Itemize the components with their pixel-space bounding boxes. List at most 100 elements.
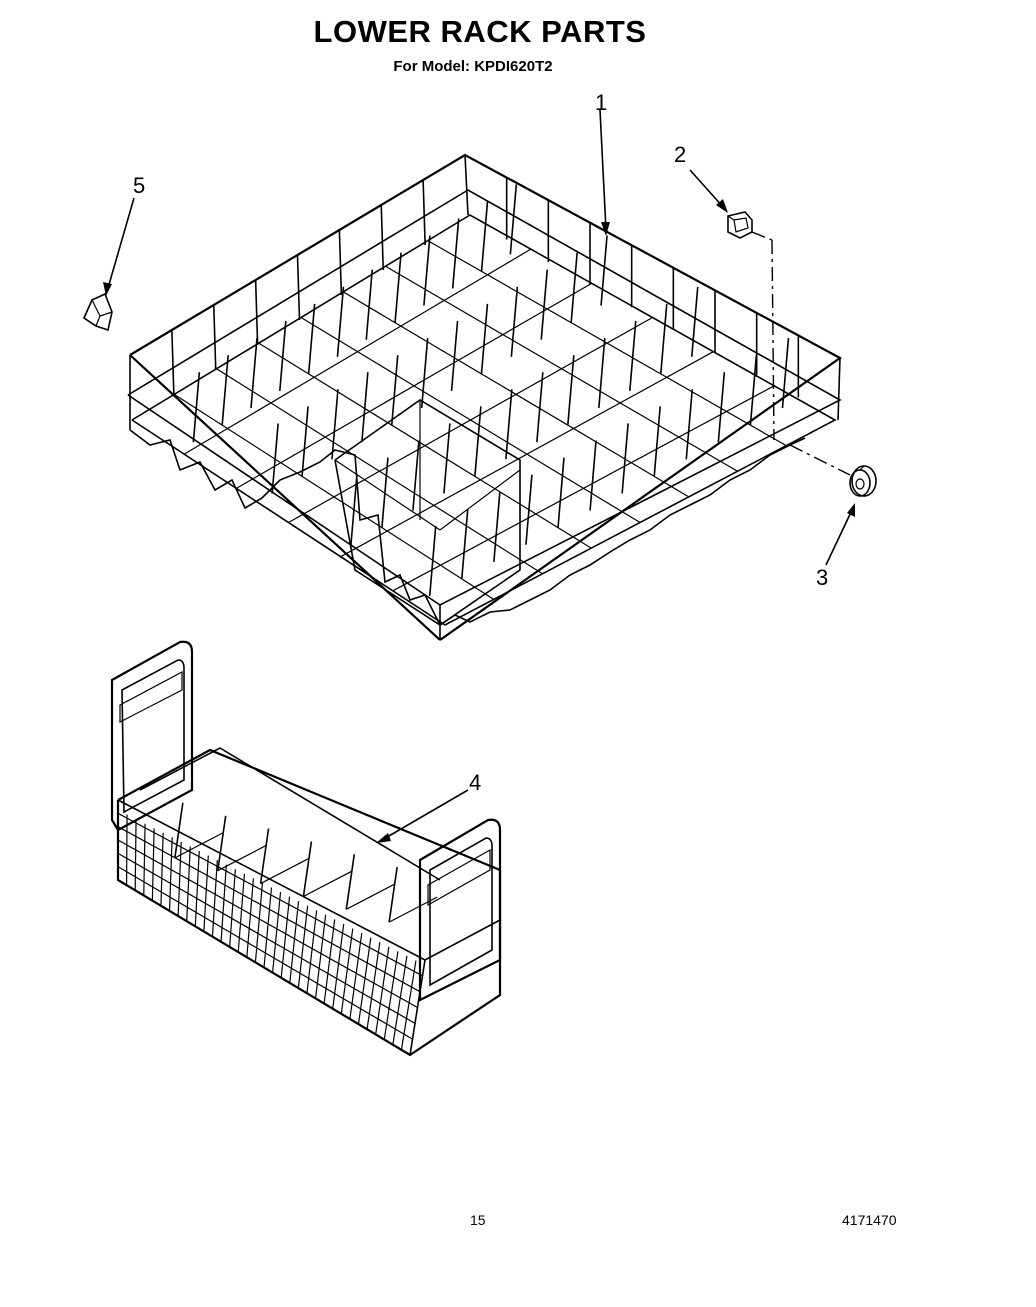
silverware-basket [110, 640, 502, 1057]
callout-4-leader [381, 789, 469, 841]
rack-tine [505, 389, 513, 460]
basket-grid-bar [375, 946, 390, 1035]
basket-grid-bar [254, 882, 264, 963]
rack-tine [536, 372, 544, 443]
basket-grid-bar [314, 914, 327, 999]
rack-tine [428, 525, 437, 597]
basket-grid-bar [349, 933, 363, 1020]
rack-tine [510, 286, 519, 357]
basket-grid-rail [117, 866, 413, 1040]
model-subtitle: For Model: KPDI620T2 [393, 58, 553, 75]
basket-grid-bar [134, 819, 137, 891]
rack-tine [331, 389, 339, 460]
rack-rear-wire [212, 304, 217, 371]
rack-tine [480, 201, 489, 272]
basket-grid-rail [117, 812, 423, 977]
rack-tine [570, 252, 578, 323]
basket-grid-bar [383, 951, 399, 1040]
basket-grid-bar [160, 832, 164, 906]
rack-tine [221, 355, 229, 426]
basket-grid-bar [203, 855, 209, 932]
rack-tine [781, 337, 790, 409]
rack-tine [361, 372, 369, 443]
basket-divider [388, 867, 398, 923]
callout-5-leader [107, 197, 135, 289]
basket-grid-bar [237, 873, 246, 953]
rack-floor-wire [385, 265, 738, 472]
callout-5-label: 5 [133, 173, 146, 198]
rack-tine [412, 440, 420, 511]
rack-floor-wire [300, 316, 641, 524]
rack-tine [589, 440, 597, 511]
basket-grid-bar [168, 837, 173, 911]
document-number: 4171470 [842, 1212, 897, 1228]
basket-divider [216, 815, 227, 871]
rack-tine [279, 320, 287, 392]
rack-tine [390, 355, 399, 426]
rack-tine [394, 252, 402, 323]
basket-grid-bar [332, 923, 345, 1009]
rack-tine [250, 337, 258, 409]
rack-tine [509, 184, 518, 255]
basket-grid-bar [280, 896, 291, 978]
rack-floor-wire [216, 368, 543, 575]
callout-3-leader [825, 509, 853, 566]
rack-tine [450, 320, 459, 392]
basket-divider-edge [303, 870, 352, 897]
basket-grid-bar [289, 901, 300, 984]
page-title: LOWER RACK PARTS [313, 14, 647, 49]
basket-grid-bar [143, 823, 146, 896]
rack-stop-part [82, 292, 113, 332]
basket-grid-bar [263, 887, 273, 968]
rack-rear-wire [171, 329, 175, 396]
rack-tine [474, 406, 482, 477]
rack-tine [567, 355, 575, 426]
rack-floor-wire [342, 291, 690, 498]
rack-tine [628, 320, 637, 392]
callout-4-label: 4 [469, 770, 482, 795]
basket-divider-edge [174, 832, 224, 859]
rack-tine [557, 457, 565, 528]
rack-floor-wire [258, 342, 592, 549]
basket-grid-bar [177, 841, 182, 917]
basket-grid-bar [271, 891, 282, 973]
basket-grid-rail [117, 852, 416, 1024]
rack-tine [423, 235, 431, 306]
rack-tine [749, 355, 758, 426]
basket-divider-edge [217, 845, 266, 872]
basket-divider-edge [388, 896, 438, 923]
rack-tine [717, 372, 726, 443]
rack-tine [540, 269, 549, 340]
basket-grid-bar [246, 878, 255, 958]
basket-divider [174, 802, 184, 858]
rack-tine [653, 406, 661, 477]
rack-tine [598, 337, 606, 409]
rack-rear-wire [254, 279, 259, 346]
basket-divider [302, 841, 313, 897]
basket-grid-bar [323, 919, 336, 1004]
rack-tine [659, 303, 668, 374]
basket-grid-bar [357, 937, 372, 1025]
rack-floor-wire [427, 240, 787, 447]
rack-tine [493, 491, 501, 562]
basket-grid-bar [400, 960, 417, 1050]
rack-tine [301, 406, 309, 477]
basket-divider-edge [346, 883, 395, 910]
basket-grid-bar [194, 850, 200, 927]
rack-floor-wire [173, 393, 495, 600]
basket-grid-bar [229, 869, 236, 947]
basket-grid-bar [392, 955, 408, 1045]
rack-rear-wire [296, 254, 301, 321]
callout-2-label: 2 [674, 142, 687, 167]
rack-rear-wire [380, 204, 385, 271]
basket-grid-bar [297, 905, 309, 989]
basket-grid-rail [117, 826, 421, 993]
page-number: 15 [470, 1212, 486, 1228]
basket-divider [345, 854, 356, 910]
rack-tine [685, 389, 694, 460]
rack-tine [480, 303, 489, 374]
rack-tine [307, 303, 316, 374]
lower-dish-rack [127, 153, 843, 641]
basket-grid-bar [366, 942, 381, 1030]
rack-rear-wire [422, 179, 426, 246]
